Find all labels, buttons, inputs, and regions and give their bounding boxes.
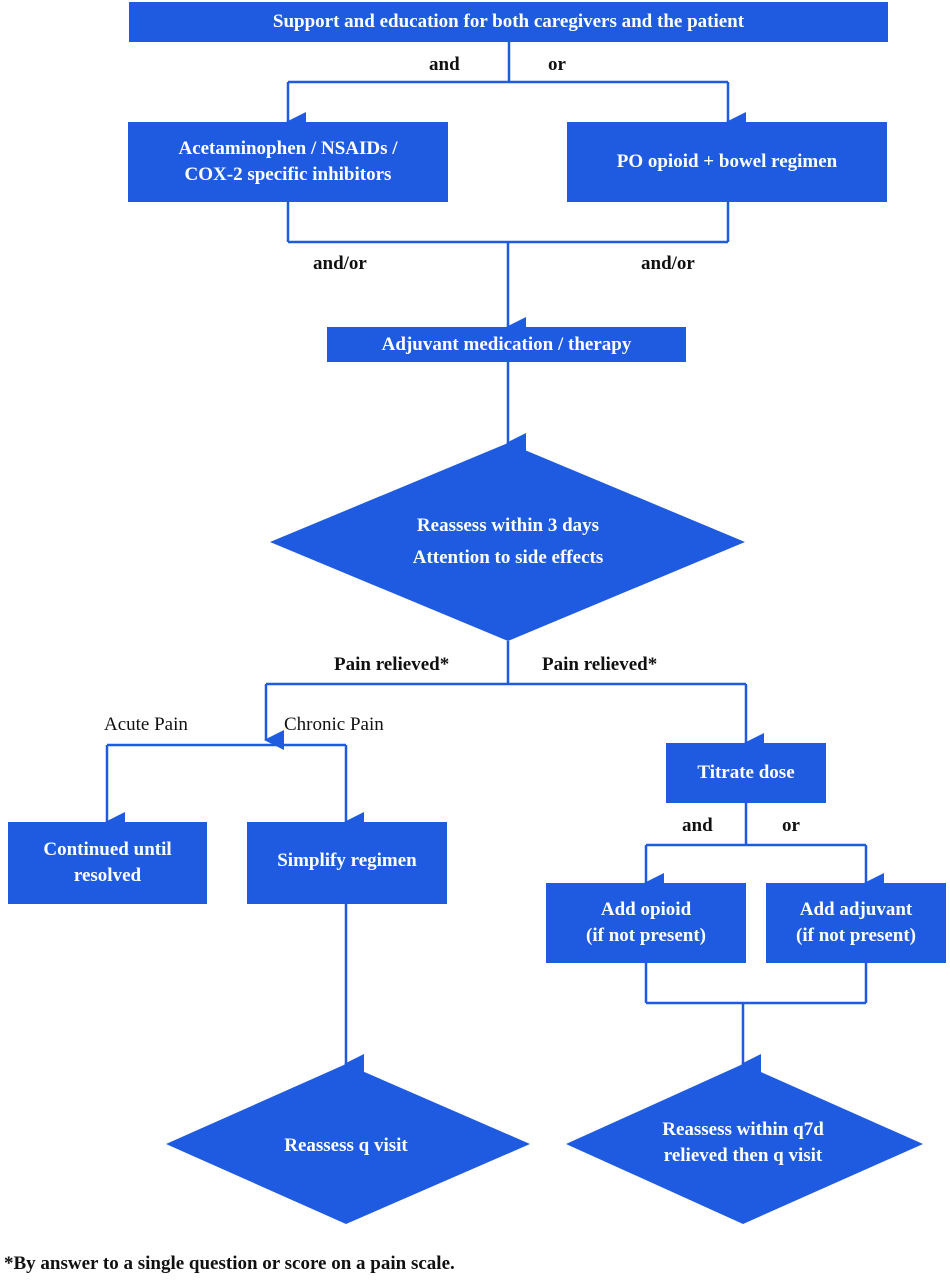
- top-and-label: and: [429, 54, 460, 75]
- reassess-3-days-diamond: Reassess within 3 days Attention to side…: [340, 500, 676, 584]
- reassess-3-days-text: Reassess within 3 days Attention to side…: [412, 515, 604, 568]
- add-opioid-box: Add opioid (if not present): [546, 883, 746, 963]
- acetaminophen-box: Acetaminophen / NSAIDs / COX-2 specific …: [128, 122, 448, 202]
- acetaminophen-text: Acetaminophen / NSAIDs / COX-2 specific …: [178, 138, 398, 185]
- reassess-q7d-text: Reassess within q7d relieved then q visi…: [662, 1119, 824, 1166]
- chronic-pain-label: Chronic Pain: [284, 714, 384, 735]
- reassess-q7d-diamond-shape: [566, 1064, 923, 1224]
- add-adjuvant-text: Add adjuvant (if not present): [796, 899, 916, 946]
- simplify-text: Simplify regimen: [277, 850, 417, 871]
- reassess-3-days-diamond-shape: [270, 443, 745, 641]
- reassess-q-visit-text: Reassess q visit: [284, 1135, 408, 1156]
- reassess-q-visit-diamond: Reassess q visit: [226, 1124, 466, 1168]
- pain-relieved-right-label: Pain relieved*: [542, 654, 658, 675]
- simplify-box: Simplify regimen: [247, 822, 447, 904]
- top-or-label: or: [548, 54, 566, 75]
- add-opioid-text: Add opioid (if not present): [586, 899, 706, 946]
- reassess-q7d-diamond: Reassess within q7d relieved then q visi…: [622, 1110, 864, 1176]
- po-opioid-text: PO opioid + bowel regimen: [616, 151, 838, 172]
- add-adjuvant-box: Add adjuvant (if not present): [766, 883, 946, 963]
- support-education-box: Support and education for both caregiver…: [129, 2, 888, 42]
- continued-box: Continued until resolved: [8, 822, 207, 904]
- titrate-box: Titrate dose: [666, 743, 826, 803]
- andor-right-label: and/or: [641, 253, 695, 274]
- titrate-or-label: or: [782, 815, 800, 836]
- po-opioid-box: PO opioid + bowel regimen: [567, 122, 887, 202]
- reassess-q-visit-diamond-shape: [166, 1064, 530, 1224]
- andor-left-label: and/or: [313, 253, 367, 274]
- support-education-text: Support and education for both caregiver…: [272, 11, 745, 32]
- footnote: *By answer to a single question or score…: [4, 1253, 455, 1274]
- titrate-text: Titrate dose: [697, 762, 795, 783]
- titrate-and-label: and: [682, 815, 713, 836]
- acute-pain-label: Acute Pain: [104, 714, 188, 735]
- pain-relieved-left-label: Pain relieved*: [334, 654, 450, 675]
- continued-text: Continued until resolved: [43, 839, 172, 886]
- adjuvant-text: Adjuvant medication / therapy: [381, 333, 632, 355]
- adjuvant-box: Adjuvant medication / therapy: [327, 327, 686, 362]
